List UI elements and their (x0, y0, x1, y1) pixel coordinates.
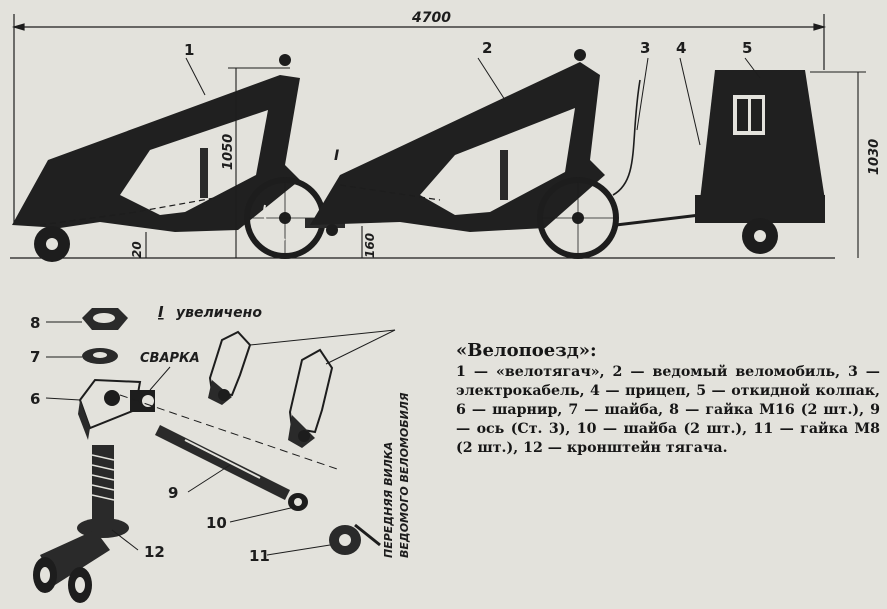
caption-title: «Велопоезд»: (456, 340, 597, 361)
callout-11: 11 (249, 547, 270, 565)
overall-length-label: 4700 (411, 10, 451, 26)
height-dimensions (145, 67, 866, 258)
towed-velomobile (310, 49, 701, 259)
weld-label: СВАРКА (140, 351, 200, 366)
callout-7: 7 (30, 348, 40, 366)
hitch-clearance-label: 160 (363, 233, 377, 258)
fork-label-line1: ПЕРЕДНЯЯ ВИЛКА (382, 442, 395, 558)
velotractor-rear-wheel (34, 226, 70, 262)
axle-9 (119, 394, 341, 500)
nut-m16 (82, 308, 128, 330)
front-fork-right (288, 348, 334, 448)
tractor-bracket-12 (33, 445, 129, 603)
top-leaders (185, 57, 761, 146)
front-fork-left (208, 330, 252, 405)
electric-cable (612, 79, 641, 196)
velotractor-vehicle (12, 54, 345, 262)
nut-m8 (329, 523, 381, 555)
front-clearance-label: 20 (130, 241, 144, 258)
trailer (695, 70, 825, 254)
callout-2: 2 (482, 39, 492, 57)
hinge-6 (78, 378, 155, 440)
washer-10 (288, 493, 308, 511)
overall-dimension (11, 14, 827, 225)
callout-6: 6 (30, 390, 40, 408)
detail-marker: I (334, 148, 339, 164)
callout-5: 5 (742, 39, 752, 57)
velomobile-front-wheel (537, 177, 619, 259)
fork-label-line2: ВЕДОМОГО ВЕЛОМОБИЛЯ (398, 392, 411, 558)
washer-7 (82, 348, 118, 364)
vehicle-height-label: 1050 (221, 134, 236, 170)
trailer-height-label: 1030 (867, 139, 882, 175)
detail-leaders (45, 321, 331, 556)
detail-enlarged-label: увеличено (176, 305, 262, 321)
caption-body: 1 — «велотягач», 2 — ведомый веломобиль,… (456, 364, 880, 456)
callout-9: 9 (168, 484, 178, 502)
callout-4: 4 (676, 39, 686, 57)
callout-8: 8 (30, 314, 40, 332)
detail-marker-enlarged: I (158, 303, 164, 321)
callout-1: 1 (184, 41, 194, 59)
callout-3: 3 (640, 39, 650, 57)
callout-12: 12 (144, 543, 165, 561)
figure-caption: «Велопоезд»: 1 — «велотягач», 2 — ведомы… (456, 340, 880, 458)
callout-10: 10 (206, 514, 227, 532)
